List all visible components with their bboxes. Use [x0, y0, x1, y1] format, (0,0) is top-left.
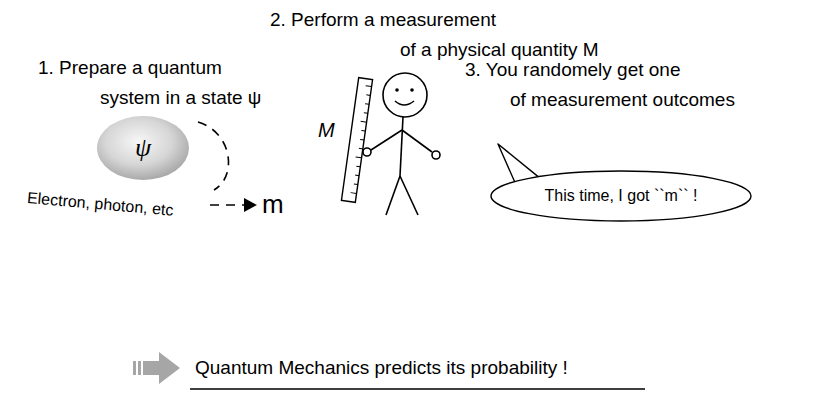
- trajectory-curve: [198, 122, 229, 190]
- outcome-symbol-block: m: [262, 189, 284, 220]
- outcome-symbol: m: [262, 189, 284, 219]
- layout-spacer: [270, 35, 400, 65]
- layout-spacer: [693, 55, 745, 85]
- layout-spacer: [253, 53, 300, 83]
- particle-note-block: Electron, photon, etc: [26, 188, 174, 220]
- node-text: ψ: [135, 133, 151, 163]
- step-caption: 3. You randomely get one of measurement …: [465, 59, 735, 110]
- block-arrow: [133, 352, 180, 384]
- step-caption: 2. Perform a measurement of a physical q…: [270, 9, 599, 60]
- eye: [410, 88, 414, 92]
- layout-spacer: [465, 85, 510, 115]
- eye: [395, 88, 399, 92]
- layout-spacer: [506, 5, 615, 35]
- underline: [190, 388, 645, 389]
- ruler: [341, 78, 372, 203]
- step-caption: 1. Prepare a quantum system in a state ψ: [38, 57, 261, 108]
- conclusion-text: Quantum Mechanics predicts its probabili…: [195, 357, 568, 378]
- trajectory-head: [244, 198, 257, 212]
- step-caption-block: 3. You randomely get one of measurement …: [465, 55, 745, 115]
- layout-spacer: [38, 83, 100, 113]
- state-ellipse: ψ: [96, 115, 190, 181]
- state-ellipse-fill: [97, 116, 189, 180]
- node-text: This time, I got ``m`` !: [545, 187, 698, 205]
- trajectory-line: [210, 204, 244, 206]
- speech-bubble: This time, I got ``m`` !: [490, 170, 752, 222]
- step-caption-block: 1. Prepare a quantum system in a state ψ: [38, 53, 300, 113]
- conclusion-text-block: Quantum Mechanics predicts its probabili…: [195, 357, 568, 380]
- particle-note: Electron, photon, etc: [26, 189, 174, 219]
- bubble-body: [491, 171, 751, 221]
- text-group: ψ: [135, 133, 151, 163]
- step-caption-block: 2. Perform a measurement of a physical q…: [270, 5, 615, 65]
- stick-figure: [363, 73, 440, 215]
- quantity-symbol: M: [318, 119, 335, 141]
- text-group: This time, I got ``m`` !: [545, 187, 698, 205]
- quantity-symbol-block: M: [318, 118, 335, 142]
